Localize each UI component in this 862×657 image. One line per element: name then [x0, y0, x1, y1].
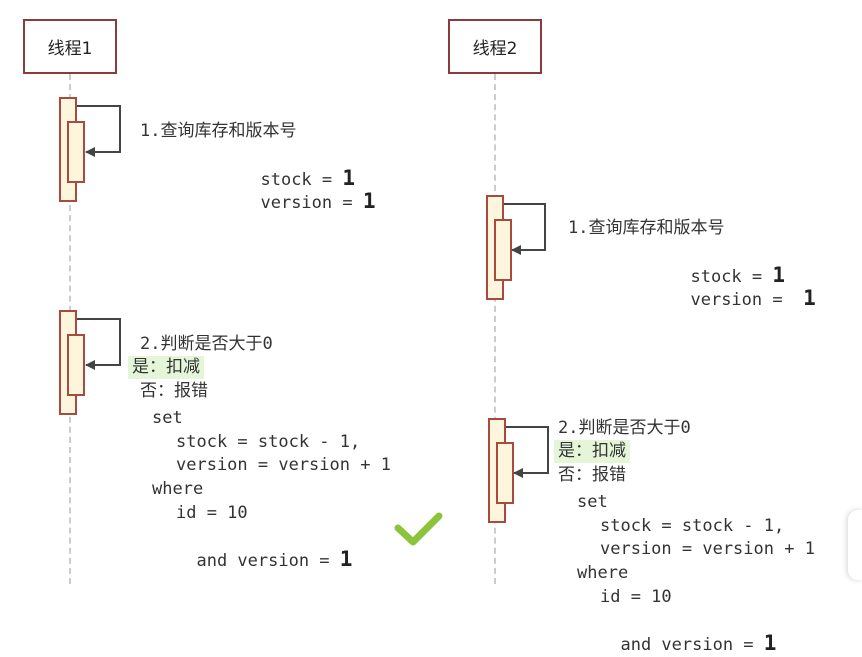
thread2-header: 线程2 [448, 19, 542, 74]
and-version-value: 1 [763, 631, 777, 655]
thread2-judge-yes: 是：扣减 [554, 440, 630, 463]
and-version-label: and version = [620, 635, 754, 655]
version-label: version = [260, 193, 353, 213]
thread2-title: 线程2 [472, 39, 518, 59]
stock-value: 1 [772, 263, 786, 287]
thread1-sql-where: where [152, 479, 204, 499]
check-icon [394, 512, 443, 546]
thread2-sql-version: version = version + 1 [600, 539, 815, 559]
and-version-value: 1 [339, 547, 353, 571]
thread1-version-row: version = 1 [240, 167, 376, 215]
thread1-sql-id: id = 10 [176, 503, 248, 523]
stock-label: stock = [260, 170, 333, 190]
thread1-judge-no: 否：报错 [140, 381, 208, 401]
thread2-sql-set: set [577, 492, 608, 512]
thread2-query-arrow [503, 203, 546, 255]
version-label: version = [690, 290, 783, 310]
thread2-lifeline [494, 74, 496, 584]
thread1-query-arrow [76, 105, 121, 157]
thread1-title: 线程1 [47, 39, 93, 59]
stock-label: stock = [690, 267, 763, 287]
thread2-judge-title: 2.判断是否大于0 [558, 418, 691, 438]
thread1-sql-set: set [152, 408, 183, 428]
thread1-judge-yes: 是：扣减 [128, 356, 204, 379]
thread1-judge-title: 2.判断是否大于0 [140, 334, 273, 354]
thread2-query-title: 1.查询库存和版本号 [568, 218, 725, 238]
thread2-sql-stock: stock = stock - 1, [600, 516, 785, 536]
thread1-judge-arrow [76, 318, 121, 370]
thread2-judge-arrow [505, 426, 549, 478]
and-version-label: and version = [196, 551, 330, 571]
thread1-sql-version: version = version + 1 [176, 455, 391, 475]
thread2-activation-inner-2 [496, 442, 514, 504]
thread1-sql-stock: stock = stock - 1, [176, 432, 361, 452]
thread1-activation-inner-2 [67, 334, 85, 396]
thread2-sql-id: id = 10 [600, 587, 672, 607]
thread1-query-title: 1.查询库存和版本号 [140, 121, 297, 141]
thread1-stock-row: stock = 1 [240, 144, 355, 192]
version-value: 1 [803, 286, 816, 310]
thread2-sql-and: and version = 1 [600, 609, 776, 657]
self-call-arrows [76, 105, 549, 546]
thread2-judge-no: 否：报错 [558, 465, 626, 485]
stock-value: 1 [342, 166, 356, 190]
thread2-sql-where: where [577, 563, 629, 583]
thread2-stock-row: stock = 1 [670, 241, 785, 289]
version-value: 1 [362, 189, 376, 213]
thread1-header: 线程1 [23, 19, 117, 74]
thread2-activation-inner-1 [494, 219, 512, 281]
thread1-activation-inner-1 [67, 121, 85, 183]
side-panel-handle[interactable] [848, 510, 862, 580]
thread1-sql-and: and version = 1 [176, 525, 352, 573]
thread2-version-row: version = 1 [670, 264, 816, 312]
